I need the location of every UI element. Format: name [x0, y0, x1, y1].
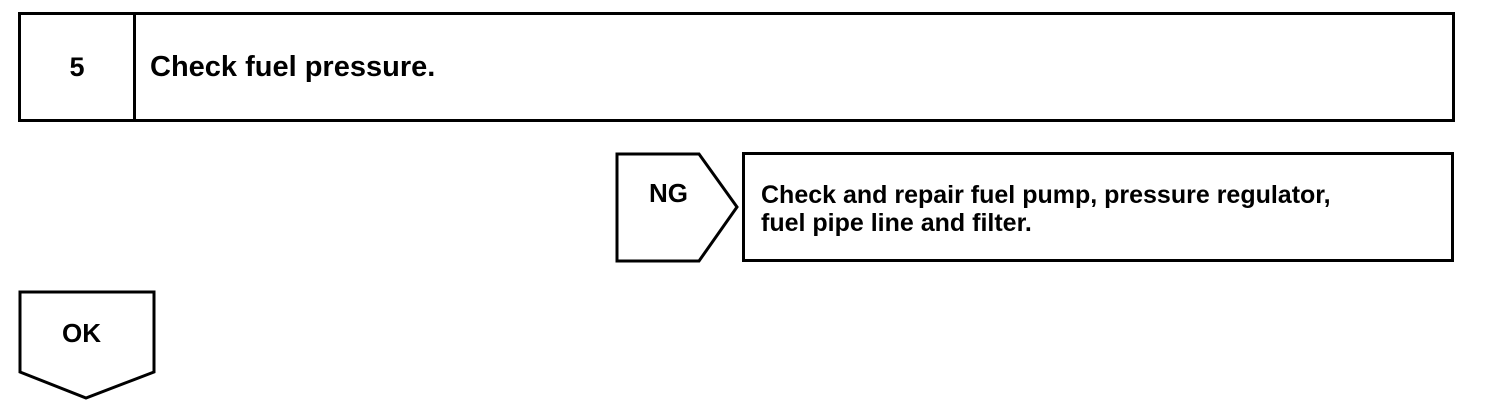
ng-arrow-shape: [615, 152, 739, 263]
ok-arrow-shape: [18, 290, 156, 400]
step-header-box: 5 Check fuel pressure.: [18, 12, 1455, 122]
ng-action-line-1: Check and repair fuel pump, pressure reg…: [761, 181, 1331, 209]
step-number: 5: [21, 15, 136, 119]
ok-label: OK: [62, 318, 101, 348]
step-title: Check fuel pressure.: [150, 50, 436, 83]
ok-result-tag: OK: [18, 290, 156, 402]
ng-result-tag: NG: [615, 152, 739, 263]
ng-action-box: Check and repair fuel pump, pressure reg…: [742, 152, 1454, 262]
ng-action-line-2: fuel pipe line and filter.: [761, 209, 1032, 237]
ng-label: NG: [649, 178, 688, 208]
